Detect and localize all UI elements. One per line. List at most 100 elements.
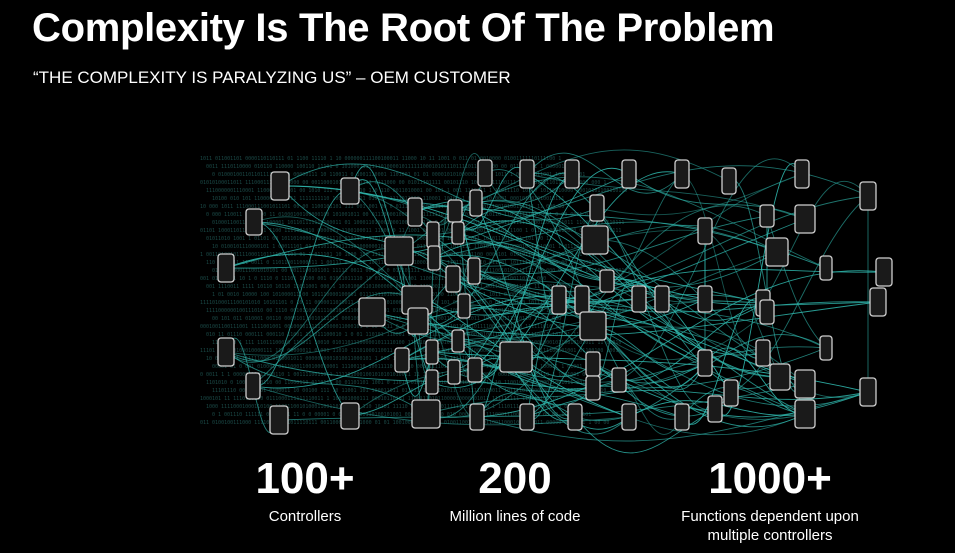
connection-line bbox=[371, 301, 879, 337]
connection-line bbox=[433, 241, 706, 364]
controller-node bbox=[245, 208, 263, 236]
connection-line bbox=[425, 299, 560, 419]
controller-node bbox=[759, 204, 775, 228]
connection-line bbox=[349, 371, 455, 417]
controller-node bbox=[611, 367, 627, 393]
connection-line bbox=[592, 362, 706, 384]
controller-node bbox=[447, 199, 463, 223]
connection-line bbox=[762, 180, 869, 304]
connection-line bbox=[457, 173, 573, 234]
binary-code-row: 11110010 1 111 11011100010 110011 10010 … bbox=[212, 340, 621, 346]
binary-code-row: 1110000001110001 11000 1001101 00 1010 1… bbox=[206, 188, 627, 194]
connection-line bbox=[526, 389, 869, 418]
connection-line bbox=[475, 149, 730, 204]
connection-line bbox=[253, 221, 351, 417]
binary-code-row: 1011 011001101 0000110110111 01 1100 111… bbox=[200, 156, 561, 162]
connection-line bbox=[452, 278, 706, 328]
binary-code-row: 1101010 0 10011 010110 00 11000110 01101… bbox=[206, 380, 600, 386]
connection-line bbox=[730, 195, 869, 394]
connection-line bbox=[526, 173, 764, 321]
controller-node bbox=[759, 299, 775, 325]
connection-line bbox=[371, 311, 517, 358]
controller-node bbox=[245, 372, 261, 400]
stat-functions: 1000+ Functions dependent upon multiple … bbox=[620, 453, 920, 545]
connection-line bbox=[431, 347, 827, 389]
controller-node bbox=[654, 285, 670, 313]
controller-node bbox=[394, 347, 410, 373]
connection-line bbox=[457, 340, 630, 435]
connection-line bbox=[454, 200, 781, 378]
controller-node bbox=[794, 159, 810, 189]
stat-lines-of-code: 200 Million lines of code bbox=[365, 453, 665, 526]
connection-line bbox=[349, 165, 400, 252]
connection-line bbox=[628, 173, 806, 220]
controller-node bbox=[769, 363, 791, 391]
binary-code-row: 0 0011 1 1 00000 11011100110 1 001111001… bbox=[200, 372, 588, 378]
binary-code-row: 1000101 11 1110110100 011100011111111001… bbox=[200, 396, 558, 402]
controller-node bbox=[467, 357, 483, 383]
connection-line bbox=[225, 292, 418, 362]
connection-line bbox=[278, 383, 806, 421]
binary-code-row: 0001001100111001 1111001001 001000011111… bbox=[200, 324, 564, 330]
controller-node bbox=[457, 293, 471, 319]
connection-line bbox=[596, 173, 803, 216]
controller-node bbox=[579, 311, 607, 341]
connection-line bbox=[476, 387, 594, 418]
connection-line bbox=[225, 234, 608, 282]
connection-line bbox=[225, 351, 427, 415]
controller-node bbox=[499, 341, 533, 373]
binary-code-row: 00 101 011 010001 00110 0000101 00101111… bbox=[212, 316, 561, 322]
connection-line bbox=[414, 205, 608, 282]
controller-node bbox=[674, 159, 690, 189]
binary-code-row: 0 010001001101101111 0 0 0 00000111 10 1… bbox=[212, 172, 585, 178]
binary-code-row: 0011 1110110000 010110 110000 100110 111… bbox=[206, 164, 573, 170]
controller-node bbox=[358, 297, 386, 327]
stat-value: 1000+ bbox=[708, 454, 832, 503]
controller-node bbox=[621, 159, 637, 189]
binary-code-row: 10 000 1011 111000111001011101 00 00 110… bbox=[200, 204, 564, 210]
controller-node bbox=[859, 181, 877, 211]
controller-node bbox=[407, 307, 429, 335]
controller-node bbox=[574, 285, 590, 315]
controller-node bbox=[585, 351, 601, 377]
connection-line bbox=[474, 357, 576, 421]
controller-node bbox=[819, 255, 833, 281]
binary-code-row: 001 1110011 1111 10110 10110 11011001 00… bbox=[206, 284, 570, 290]
binary-code-row: 011 111000111001010101 00 0011100101101 … bbox=[212, 268, 633, 274]
binary-code-row: 01101 1000110110111 01 1100 1111001010 0… bbox=[200, 228, 621, 234]
binary-code-row: 011 0100100111000 1111011 0111011110111 … bbox=[200, 420, 609, 426]
controller-node bbox=[631, 285, 647, 313]
controller-node bbox=[794, 399, 816, 429]
controller-node bbox=[707, 395, 723, 423]
connection-line bbox=[253, 221, 620, 390]
stat-label: Million lines of code bbox=[449, 508, 581, 525]
controller-node bbox=[469, 403, 485, 431]
binary-code-row: 0 000 110011 0010000 11 0100010010000010… bbox=[206, 212, 594, 218]
controller-node bbox=[519, 403, 535, 431]
connection-line bbox=[349, 190, 827, 269]
connection-line bbox=[431, 171, 683, 388]
controller-node bbox=[697, 285, 713, 313]
controller-node bbox=[869, 287, 887, 317]
controller-node bbox=[794, 369, 816, 399]
connection-line bbox=[681, 173, 764, 358]
controller-node bbox=[585, 375, 601, 401]
slide-title: Complexity Is The Root Of The Problem bbox=[32, 6, 775, 50]
controller-node bbox=[269, 405, 289, 435]
stat-controllers: 100+ Controllers bbox=[155, 453, 455, 526]
connection-line bbox=[279, 185, 806, 415]
controller-node bbox=[340, 402, 360, 430]
controller-node bbox=[564, 159, 580, 189]
controller-node bbox=[445, 265, 461, 293]
connection-line bbox=[454, 166, 528, 231]
stat-label: Controllers bbox=[268, 508, 342, 525]
connection-line bbox=[398, 210, 456, 252]
controller-node bbox=[217, 253, 235, 283]
controller-node bbox=[794, 204, 816, 234]
connection-line bbox=[252, 190, 351, 387]
binary-code-row: 10 0110 1 1 111111000 0100001011 0000000… bbox=[206, 356, 552, 362]
controller-node bbox=[384, 236, 414, 266]
connection-line bbox=[432, 153, 486, 240]
binary-code-row: 11101110 00110 001 0100011 10 00100 111 … bbox=[212, 388, 633, 394]
